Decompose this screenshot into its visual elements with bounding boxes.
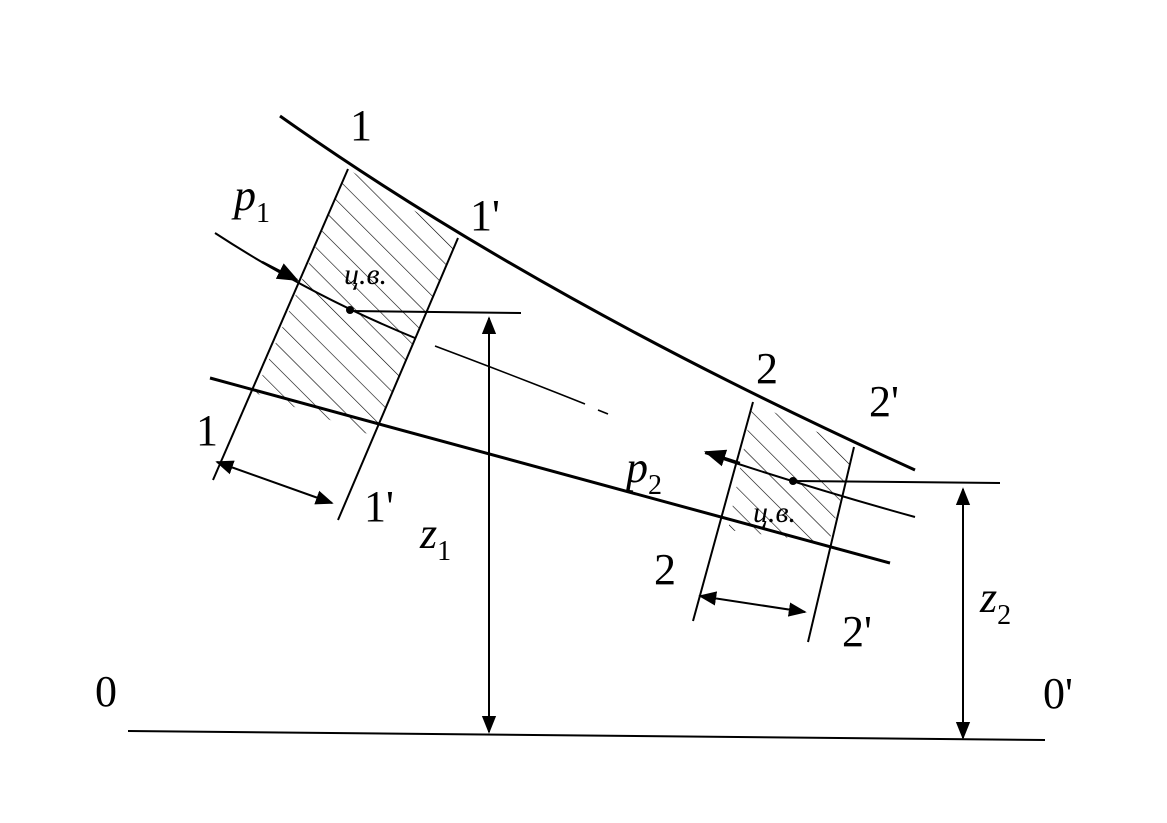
label-datum-left: 0 [95,667,117,716]
label-section-2-prime-top: 2' [869,377,899,426]
center-point-1 [346,306,354,314]
central-streamline-dash-2 [597,409,609,415]
hatched-region-section-1 [255,169,458,436]
lower-streamline [209,376,891,565]
central-streamline-dash-1 [434,345,586,405]
central-streamline [214,232,416,339]
label-center-1: ц.в. [344,258,387,291]
label-center-2: ц.в. [753,496,796,529]
pressure-arrow-p1 [261,260,299,282]
label-section-2-prime-bottom: 2' [842,607,872,656]
pressure-arrow-p2 [703,449,741,467]
label-pressure-p1: p1 [231,171,270,229]
section-1-line [212,168,349,481]
label-section-1-prime-bottom: 1' [364,482,394,531]
label-section-2-top: 2 [756,344,778,393]
hatched-region-section-2 [728,402,854,543]
displacement-arrow-1 [215,460,334,505]
label-section-1-top: 1 [350,101,372,150]
label-height-z2: z2 [979,573,1011,631]
label-pressure-p2: p2 [623,443,662,501]
section-2-line [692,401,754,622]
section-1-prime-line [337,237,459,521]
label-height-z1: z1 [419,509,451,567]
displacement-arrow-2 [698,591,807,617]
datum-line [127,730,1046,741]
central-streamline-right [704,452,916,518]
label-datum-right: 0' [1043,669,1073,718]
label-section-1-bottom: 1 [196,406,218,455]
height-reference-line-2 [792,480,1001,484]
label-section-2-bottom: 2 [654,545,676,594]
height-reference-line-1 [349,310,522,314]
section-2-prime-line [807,446,855,643]
label-section-1-prime-top: 1' [470,191,500,240]
upper-streamline [279,114,916,472]
